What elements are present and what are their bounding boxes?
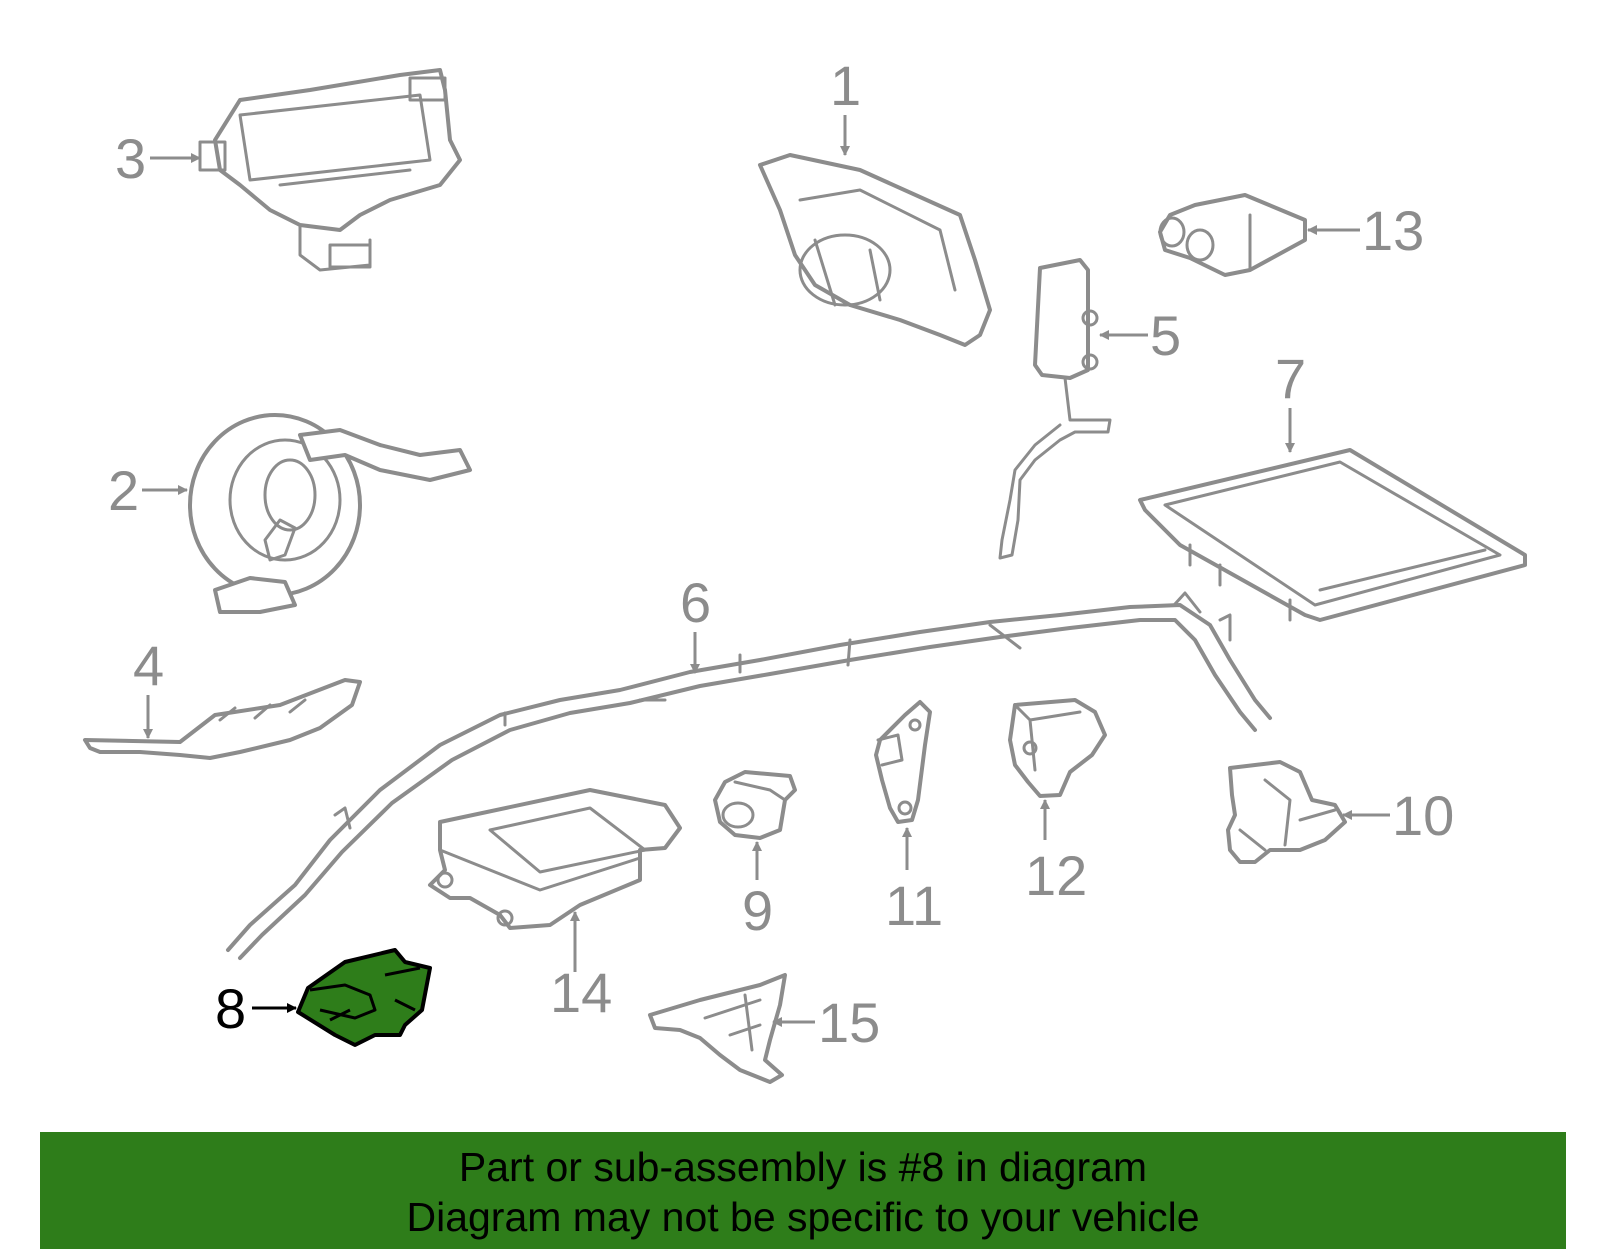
callout-13[interactable]: 13: [1362, 199, 1424, 262]
part-3-passenger-airbag[interactable]: [198, 68, 462, 272]
part-7-knee-airbag[interactable]: [1138, 448, 1527, 622]
part-15-bracket[interactable]: [648, 973, 787, 1084]
part-5-side-airbag[interactable]: [998, 258, 1112, 560]
info-banner: Part or sub-assembly is #8 in diagram Di…: [40, 1132, 1566, 1249]
part-10-sensor[interactable]: [1226, 760, 1347, 864]
banner-line-2: Diagram may not be specific to your vehi…: [406, 1194, 1200, 1240]
callout-12[interactable]: 12: [1025, 844, 1087, 907]
part-14-control-module[interactable]: [428, 788, 682, 930]
callout-3[interactable]: 3: [115, 127, 146, 190]
banner-line-1: Part or sub-assembly is #8 in diagram: [458, 1144, 1148, 1190]
part-1-driver-airbag[interactable]: [758, 153, 992, 347]
callout-10[interactable]: 10: [1392, 784, 1454, 847]
part-2-clock-spring[interactable]: [188, 413, 472, 614]
callout-2[interactable]: 2: [108, 459, 139, 522]
callout-4[interactable]: 4: [133, 634, 164, 697]
callout-11[interactable]: 11: [885, 874, 943, 937]
part-11-sensor[interactable]: [874, 700, 932, 824]
callout-1[interactable]: 1: [830, 54, 861, 117]
callout-9[interactable]: 9: [742, 879, 773, 942]
part-9-sensor[interactable]: [713, 770, 797, 840]
part-6-curtain-airbag[interactable]: [226, 591, 1272, 960]
part-4-bracket[interactable]: [83, 678, 362, 760]
callout-7[interactable]: 7: [1275, 347, 1306, 410]
callout-6[interactable]: 6: [680, 571, 711, 634]
part-8-highlighted-sensor[interactable]: [296, 948, 432, 1047]
callout-15[interactable]: 15: [818, 991, 880, 1054]
part-12-sensor[interactable]: [1008, 698, 1107, 798]
callout-14[interactable]: 14: [550, 961, 612, 1024]
callout-8[interactable]: 8: [215, 977, 246, 1040]
callout-5[interactable]: 5: [1150, 304, 1181, 367]
part-13-sensor[interactable]: [1158, 193, 1307, 277]
